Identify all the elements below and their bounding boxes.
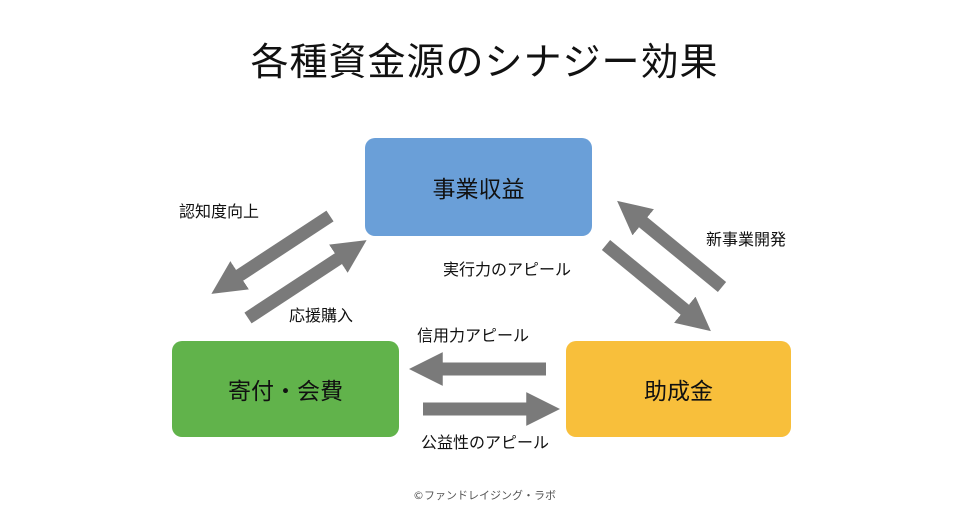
node-grants-label: 助成金: [644, 379, 713, 405]
arrow-donations-to-business: [244, 240, 367, 324]
label-public-interest-appeal: 公益性のアピール: [421, 433, 550, 452]
arrow-grants-to-business: [617, 200, 727, 293]
node-donations-membership: 寄付・会費: [172, 341, 399, 437]
node-grants: 助成金: [566, 341, 791, 437]
label-execution-appeal: 実行力のアピール: [443, 260, 572, 279]
node-business-revenue: 事業収益: [365, 138, 592, 236]
copyright-footer: ©ファンドレイジング・ラボ: [413, 489, 556, 502]
arrow-business-to-grants: [601, 239, 711, 332]
diagram-title: 各種資金源のシナジー効果: [250, 40, 719, 84]
label-new-business: 新事業開発: [706, 230, 787, 249]
node-business-revenue-label: 事業収益: [432, 177, 525, 203]
label-support-purchase: 応援購入: [289, 306, 354, 325]
node-donations-membership-label: 寄付・会費: [228, 379, 343, 405]
label-awareness: 認知度向上: [179, 202, 260, 221]
label-credibility-appeal: 信用力アピール: [417, 326, 530, 345]
arrow-business-to-donations: [211, 210, 334, 294]
